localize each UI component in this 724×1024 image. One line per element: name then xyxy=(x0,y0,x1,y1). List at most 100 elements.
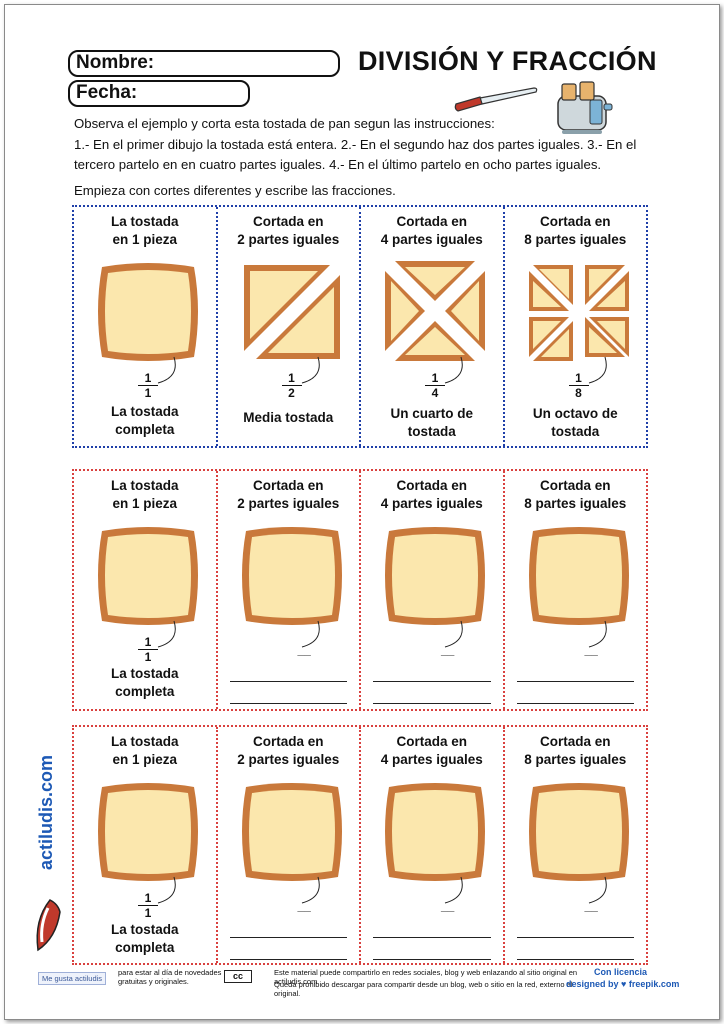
credit-text-1: Con licencia xyxy=(594,967,648,977)
name-label: Nombre: xyxy=(76,52,155,73)
leader-line xyxy=(588,356,607,384)
toaster-icon xyxy=(557,81,613,134)
answer-line[interactable] xyxy=(229,681,347,682)
leader-line xyxy=(301,876,320,904)
answer-line[interactable] xyxy=(229,703,347,704)
toast-whole-icon xyxy=(98,527,198,625)
cell-caption: Media tostada xyxy=(243,410,334,425)
leader-line xyxy=(588,620,607,648)
toast-quarters-icon xyxy=(385,261,485,361)
toast-halves-icon xyxy=(243,265,340,359)
toast-whole-icon xyxy=(98,783,198,881)
fraction-blank[interactable]: __ xyxy=(584,899,598,913)
instruction-steps: 1.- En el primer dibujo la tostada está … xyxy=(74,137,637,172)
answer-line[interactable] xyxy=(373,959,491,960)
leader-line xyxy=(157,876,176,904)
fraction-blank[interactable]: __ xyxy=(297,643,311,657)
leader-line xyxy=(157,620,176,648)
answer-line[interactable] xyxy=(373,937,491,938)
answer-line[interactable] xyxy=(373,681,491,682)
leader-line xyxy=(157,356,176,384)
answer-line[interactable] xyxy=(516,959,634,960)
leader-line xyxy=(588,876,607,904)
instruction-start: Empieza con cortes diferentes y escribe … xyxy=(74,183,396,198)
fraction-blank[interactable]: __ xyxy=(584,643,598,657)
fraction-blank[interactable]: __ xyxy=(441,899,455,913)
page-title: DIVISIÓN Y FRACCIÓN xyxy=(358,46,657,76)
answer-line[interactable] xyxy=(516,703,634,704)
credit-text-2[interactable]: designed by ♥ freepik.com xyxy=(566,979,680,989)
toast-eighths-icon xyxy=(528,265,629,361)
toast-uncut-icon[interactable] xyxy=(385,781,485,881)
leader-line xyxy=(444,876,463,904)
answer-line[interactable] xyxy=(229,937,347,938)
toast-uncut-icon[interactable] xyxy=(528,525,629,625)
date-label: Fecha: xyxy=(76,82,138,103)
license-text-1: Este material puede compartirlo en redes… xyxy=(274,968,578,986)
toast-uncut-icon[interactable] xyxy=(528,781,629,881)
leader-line xyxy=(444,620,463,648)
answer-line[interactable] xyxy=(229,959,347,960)
name-field[interactable]: Nombre: xyxy=(68,50,340,77)
cc-badge: cc xyxy=(224,970,253,983)
fraction-blank[interactable]: __ xyxy=(441,643,455,657)
leader-line xyxy=(444,356,463,384)
side-brand[interactable]: actiludis.com xyxy=(36,754,56,870)
answer-line[interactable] xyxy=(373,703,491,704)
like-badge[interactable]: Me gusta actiludis xyxy=(38,972,107,985)
fraction-blank[interactable]: __ xyxy=(297,899,311,913)
toast-whole-icon xyxy=(98,263,198,361)
leader-line xyxy=(301,356,320,384)
date-field[interactable]: Fecha: xyxy=(68,80,250,107)
follow-note: para estar al día de novedades gratuitas… xyxy=(118,968,222,986)
toast-uncut-icon[interactable] xyxy=(241,525,342,625)
license-text-2: Queda prohibido descargar para compartir… xyxy=(274,980,573,998)
leader-line xyxy=(301,620,320,648)
mouth-logo-icon xyxy=(36,899,61,952)
toast-uncut-icon[interactable] xyxy=(241,781,342,881)
toast-uncut-icon[interactable] xyxy=(385,525,485,625)
instruction-intro: Observa el ejemplo y corta esta tostada … xyxy=(74,116,495,131)
answer-line[interactable] xyxy=(516,937,634,938)
knife-icon xyxy=(454,87,538,112)
answer-line[interactable] xyxy=(516,681,634,682)
